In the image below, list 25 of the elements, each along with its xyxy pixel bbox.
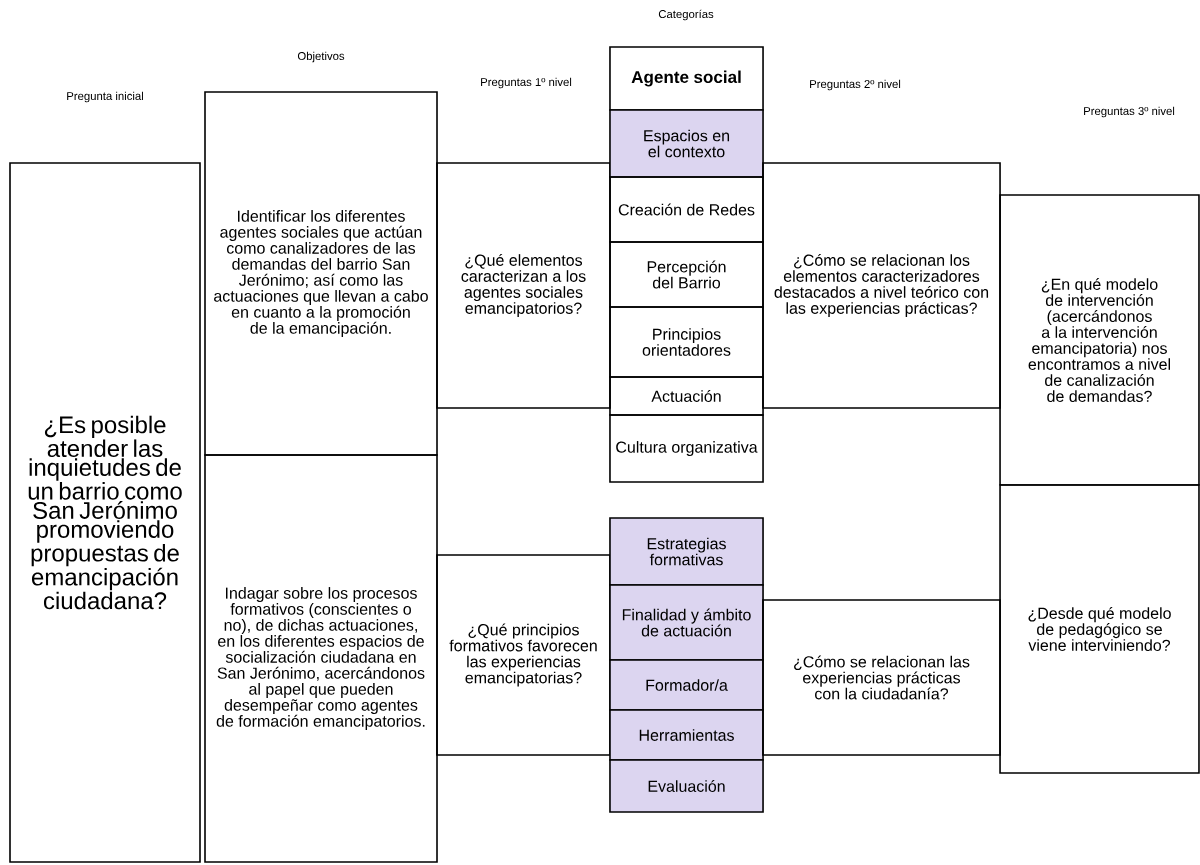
category-cell: Cultura organizativa <box>609 414 764 483</box>
category-cell: Creación de Redes <box>609 176 764 243</box>
category-cell: Herramientas <box>609 709 764 761</box>
category-cell: Espacios en el contexto <box>609 109 764 178</box>
column-heading: Preguntas 3º nivel <box>1084 106 1175 118</box>
objective-box: Identificar los diferentes agentes sociales que actúan como canalizadores de las demandas del barrio San Jerónimo; así como las actuaciones que llevan a cabo en cuanto a la promoción de la emancipación. <box>204 91 438 456</box>
question-box: ¿Desde qué modelo de pedagógico se viene interviniendo? <box>999 484 1200 774</box>
question-box: ¿Cómo se relacionan las experiencias prácticas con la ciudadanía? <box>762 599 1001 756</box>
category-cell: Finalidad y ámbito de actuación <box>609 584 764 661</box>
category-cell: Principios orientadores <box>609 306 764 378</box>
column-heading: Preguntas 2º nivel <box>810 79 901 91</box>
column-heading: Pregunta inicial <box>67 91 143 103</box>
objective-box: Indagar sobre los procesos formativos (conscientes o no), de dichas actuaciones, en los diferentes espacios de socialización ciudadana en San Jerónimo, acercándonos al papel que pueden desempeñar como agentes de formación emancipatorios. <box>204 454 438 863</box>
question-box: ¿Qué elementos caracterizan a los agentes sociales emancipatorios? <box>436 162 611 409</box>
category-cell: Percepción del Barrio <box>609 241 764 308</box>
column-heading: Objetivos <box>297 51 345 63</box>
category-cell: Estrategias formativas <box>609 517 764 586</box>
question-box: ¿Cómo se relacionan los elementos caracterizadores destacados a nivel teórico con las experiencias prácticas? <box>762 162 1001 409</box>
question-box: ¿Es posible atender las inquietudes de un barrio como San Jerónimo promoviendo propuestas de emancipación ciudadana? <box>9 162 201 863</box>
category-cell: Actuación <box>609 376 764 416</box>
category-cell: Evaluación <box>609 759 764 813</box>
column-heading: Preguntas 1º nivel <box>481 77 572 89</box>
category-cell: Formador/a <box>609 659 764 711</box>
column-heading: Categorías <box>658 9 714 21</box>
question-box: ¿En qué modelo de intervención (acercándonos a la intervención emancipatoria) nos encontramos a nivel de canalización de demandas? <box>999 194 1200 486</box>
